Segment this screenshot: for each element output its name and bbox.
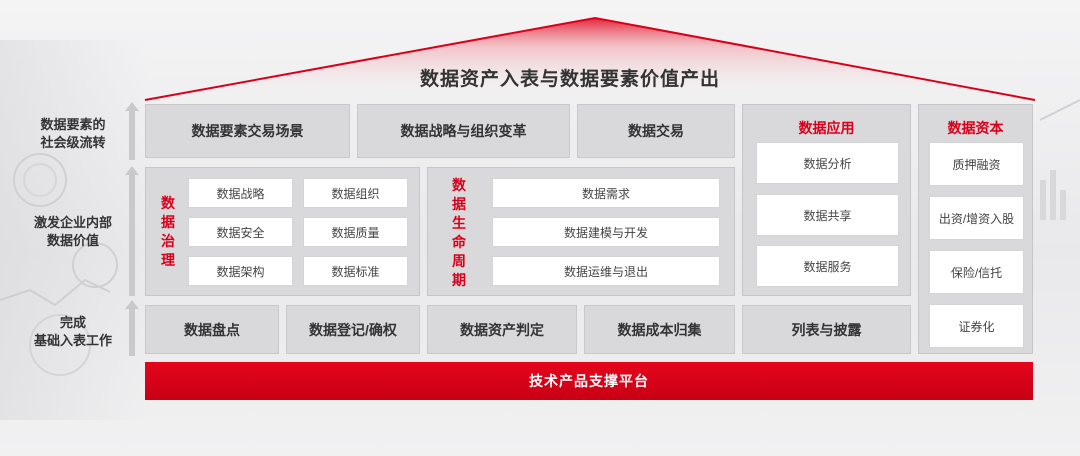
side-label-line: 数据价值 [46, 233, 99, 248]
governance-item: 数据安全 [188, 217, 293, 247]
arrow-up-icon [125, 102, 139, 160]
capital-item: 出资/增资入股 [929, 196, 1024, 240]
side-label-line: 数据要素的 [40, 117, 106, 132]
application-panel: 数据应用 数据分析 数据共享 数据服务 [742, 104, 911, 296]
bottom-box-cost: 数据成本归集 [584, 305, 735, 354]
top-box-data-trading: 数据交易 [577, 104, 735, 158]
governance-title: 数 据 治 理 [161, 195, 175, 268]
capital-item: 保险/信托 [929, 250, 1024, 294]
side-label-line: 基础入表工作 [33, 333, 112, 348]
arrow-up-icon [125, 166, 139, 296]
top-box-trading-scenario: 数据要素交易场景 [145, 104, 350, 158]
lifecycle-item: 数据运维与退出 [492, 256, 720, 286]
lifecycle-title: 数 据 生 命 周 期 [452, 177, 466, 288]
lifecycle-item: 数据建模与开发 [492, 217, 720, 247]
capital-panel: 数据资本 质押融资 出资/增资入股 保险/信托 证券化 [918, 104, 1033, 354]
capital-title: 数据资本 [947, 120, 1004, 136]
governance-item: 数据质量 [303, 217, 408, 247]
side-label-line: 完成 [59, 315, 86, 330]
application-title: 数据应用 [798, 120, 855, 136]
roof-shape [144, 16, 1036, 101]
application-item: 数据分析 [756, 142, 899, 184]
top-box-strategy: 数据战略与组织变革 [357, 104, 570, 158]
bottom-box-inventory: 数据盘点 [145, 305, 279, 354]
governance-item: 数据战略 [188, 178, 293, 208]
lifecycle-panel: 数 据 生 命 周 期 数据需求 数据建模与开发 数据运维与退出 [427, 167, 735, 296]
governance-panel: 数 据 治 理 数据战略 数据组织 数据安全 数据质量 数据架构 数据标准 [145, 167, 420, 296]
side-label-line: 激发企业内部 [33, 215, 112, 230]
arrow-up-icon [125, 300, 139, 356]
side-label-foundation: 完成 基础入表工作 [20, 314, 126, 350]
bottom-box-registration: 数据登记/确权 [286, 305, 420, 354]
application-item: 数据服务 [756, 245, 899, 287]
capital-item: 证券化 [929, 304, 1024, 348]
governance-item: 数据组织 [303, 178, 408, 208]
bottom-box-asset-judgement: 数据资产判定 [427, 305, 577, 354]
governance-item: 数据标准 [303, 256, 408, 286]
capital-item: 质押融资 [929, 142, 1024, 186]
governance-item: 数据架构 [188, 256, 293, 286]
bottom-box-disclosure: 列表与披露 [742, 305, 911, 354]
page-title: 数据资产入表与数据要素价值产出 [419, 69, 720, 90]
side-label-line: 社会级流转 [40, 135, 106, 150]
application-item: 数据共享 [756, 194, 899, 236]
side-label-social: 数据要素的 社会级流转 [20, 116, 126, 152]
lifecycle-item: 数据需求 [492, 178, 720, 208]
platform-bar: 技术产品支撑平台 [145, 362, 1033, 400]
side-label-enterprise: 激发企业内部 数据价值 [20, 214, 126, 250]
